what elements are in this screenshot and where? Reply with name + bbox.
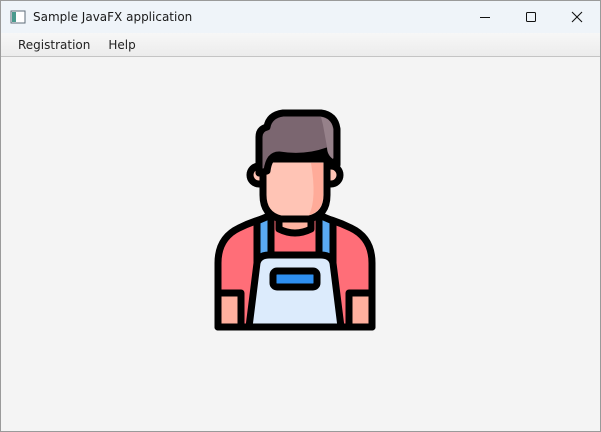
- menu-help[interactable]: Help: [108, 37, 136, 52]
- maximize-icon: [526, 11, 536, 22]
- minimize-icon: [480, 16, 490, 18]
- caption-buttons: [462, 1, 600, 32]
- menu-registration[interactable]: Registration: [18, 37, 91, 52]
- javafx-window-icon: [10, 9, 26, 25]
- title-bar[interactable]: Sample JavaFX application: [1, 1, 600, 33]
- close-button[interactable]: [554, 1, 600, 32]
- close-icon: [571, 11, 583, 22]
- minimize-button[interactable]: [462, 1, 508, 32]
- worker-avatar-illustration: [214, 109, 376, 331]
- menu-bar: Registration Help: [1, 33, 600, 57]
- main-content: [1, 57, 600, 431]
- window-title: Sample JavaFX application: [33, 10, 193, 24]
- maximize-button[interactable]: [508, 1, 554, 32]
